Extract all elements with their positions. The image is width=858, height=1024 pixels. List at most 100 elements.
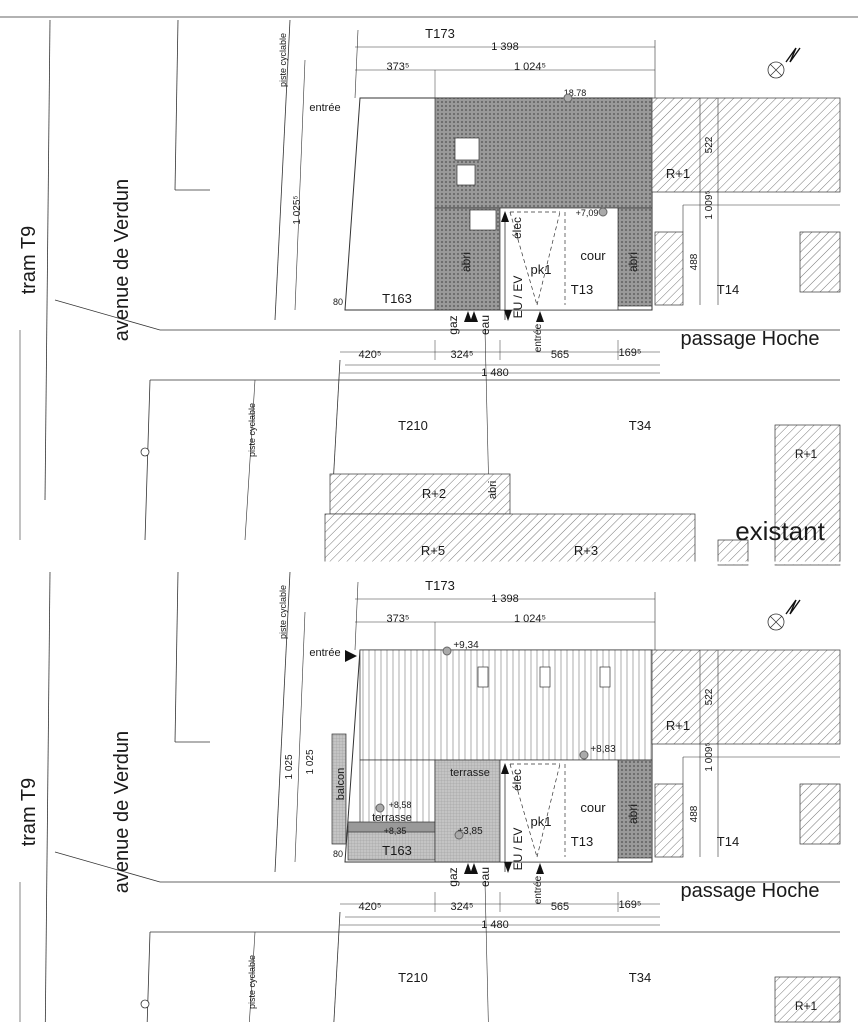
utility-label-gaz: gaz <box>446 867 460 886</box>
arrow-icon <box>536 863 544 874</box>
north-n-icon <box>785 47 801 63</box>
label-dim_522: 522 <box>704 136 715 153</box>
tree-icon <box>140 447 150 457</box>
label-dim_522: 522 <box>704 688 715 705</box>
plan-line <box>144 379 151 541</box>
arrow-icon <box>464 311 472 322</box>
balcony <box>331 733 347 845</box>
label-r5: R+5 <box>421 543 445 558</box>
entrance-label: entrée <box>309 102 340 114</box>
level-label: +8,58 <box>389 800 412 810</box>
utility-label-eau: eau <box>478 867 492 887</box>
neighbour-building <box>799 231 841 293</box>
label-dim_4205: 420⁵ <box>359 349 382 361</box>
arrow-icon <box>501 763 509 774</box>
skylight-icon <box>477 666 489 688</box>
roof-new-left <box>359 759 436 831</box>
arrow-icon <box>504 862 512 873</box>
utility-label-gaz: gaz <box>446 315 460 334</box>
label-dim_10095: 1 009⁵ <box>704 190 715 219</box>
label-dim_565: 565 <box>551 349 569 361</box>
label-T14: T14 <box>717 834 739 849</box>
neighbour-building <box>654 231 684 306</box>
label-dim_10255: 1 025⁵ <box>292 195 303 224</box>
neighbour-building <box>654 783 684 858</box>
label-T13: T13 <box>571 282 593 297</box>
bike-lane-label: piste cyclable <box>278 585 288 639</box>
plan-line <box>536 211 561 306</box>
label-r1_b: R+1 <box>795 999 818 1013</box>
label-dim_488: 488 <box>689 805 700 822</box>
courtyard <box>499 207 619 311</box>
level-marker-icon <box>579 750 589 760</box>
arrow-icon <box>504 310 512 321</box>
utility-label-elec: élec <box>510 769 524 791</box>
bike-lane-label: piste cyclable <box>247 955 257 1009</box>
plan-caption: existant <box>735 516 825 546</box>
plan-line <box>333 911 341 1023</box>
arrow-icon <box>501 211 509 222</box>
plan-line <box>769 63 783 77</box>
plan-line <box>174 571 179 743</box>
level-label: +8,35 <box>384 826 407 836</box>
level-label: 18.78 <box>564 88 587 98</box>
utility-label-euev: EU / EV <box>511 276 525 319</box>
plan-line <box>44 19 51 501</box>
shed-right <box>617 759 653 859</box>
arrow-icon <box>345 650 357 662</box>
shed-label: abri <box>487 481 499 499</box>
level-marker-icon <box>598 207 608 217</box>
street-label-passage: passage Hoche <box>681 328 820 350</box>
plan-line <box>54 851 161 883</box>
skylight-icon <box>469 209 497 231</box>
shed-label: abri <box>626 804 640 824</box>
label-T210: T210 <box>398 418 428 433</box>
street-label-passage: passage Hoche <box>681 880 820 902</box>
label-dim_4205: 420⁵ <box>359 901 382 913</box>
bike-lane-label: piste cyclable <box>247 403 257 457</box>
plan-line <box>294 611 306 863</box>
neighbour-building <box>329 473 511 515</box>
label-dim_1025_a: 1 025 <box>284 754 295 779</box>
label-pk1: pk1 <box>531 262 552 277</box>
label-dim_1695: 169⁵ <box>619 347 642 359</box>
label-T34: T34 <box>629 970 651 985</box>
plan-line <box>484 881 489 1023</box>
label-cour: cour <box>580 800 606 815</box>
label-r2: R+2 <box>422 486 446 501</box>
plan-line <box>244 379 256 541</box>
arrow-icon <box>536 311 544 322</box>
level-marker-icon <box>375 803 385 813</box>
plan-line <box>354 581 359 651</box>
label-dim_3245: 324⁵ <box>451 901 474 913</box>
label-pk1: pk1 <box>531 814 552 829</box>
label-dim_3735: 373⁵ <box>387 61 410 73</box>
utility-label-euev: EU / EV <box>511 828 525 871</box>
plan-line <box>274 19 291 321</box>
label-dim_10245: 1 024⁵ <box>514 613 546 625</box>
plan-line <box>769 615 783 629</box>
entrance-label: entrée <box>533 875 544 904</box>
shed-label: abri <box>459 252 473 272</box>
entrance-label: entrée <box>309 647 340 659</box>
level-marker-icon <box>442 646 452 656</box>
label-T163: T163 <box>382 291 412 306</box>
street-label-avenue: avenue de Verdun <box>111 731 133 893</box>
label-dim_80: 80 <box>333 849 343 859</box>
bike-lane-label: piste cyclable <box>278 33 288 87</box>
neighbour-building <box>799 783 841 845</box>
north-n-icon <box>785 599 801 615</box>
label-T173: T173 <box>425 578 455 593</box>
label-dim_1398: 1 398 <box>491 41 519 53</box>
plan-line <box>354 29 359 99</box>
label-dim_1480: 1 480 <box>481 367 509 379</box>
label-dim_1695: 169⁵ <box>619 899 642 911</box>
street-label-avenue: avenue de Verdun <box>111 179 133 341</box>
plan-line <box>274 571 291 873</box>
label-dim_1025_b: 1 025 <box>305 749 316 774</box>
plan-line <box>174 19 179 191</box>
arrow-icon <box>470 863 478 874</box>
neighbour-building <box>774 976 841 1023</box>
